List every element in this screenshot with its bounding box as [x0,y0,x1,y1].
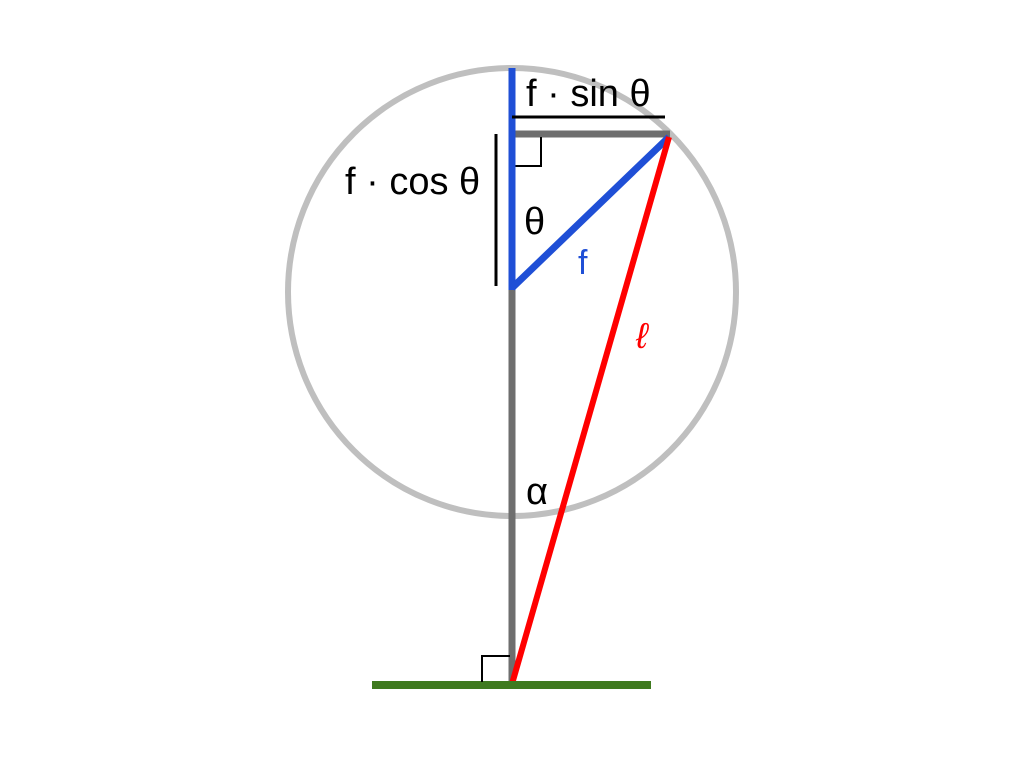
red-line-ell [509,136,672,685]
alpha-label: α [526,471,548,513]
right-angle-marker-bottom [481,655,510,682]
blue-hypotenuse-f [509,134,672,291]
ell-label: ℓ [635,315,650,356]
f-sin-theta-label: f · sin θ [526,73,651,115]
right-angle-marker-top [515,137,542,167]
f-label: f [578,244,588,282]
theta-label: θ [524,201,545,243]
f-cos-theta-label: f · cos θ [345,161,480,203]
